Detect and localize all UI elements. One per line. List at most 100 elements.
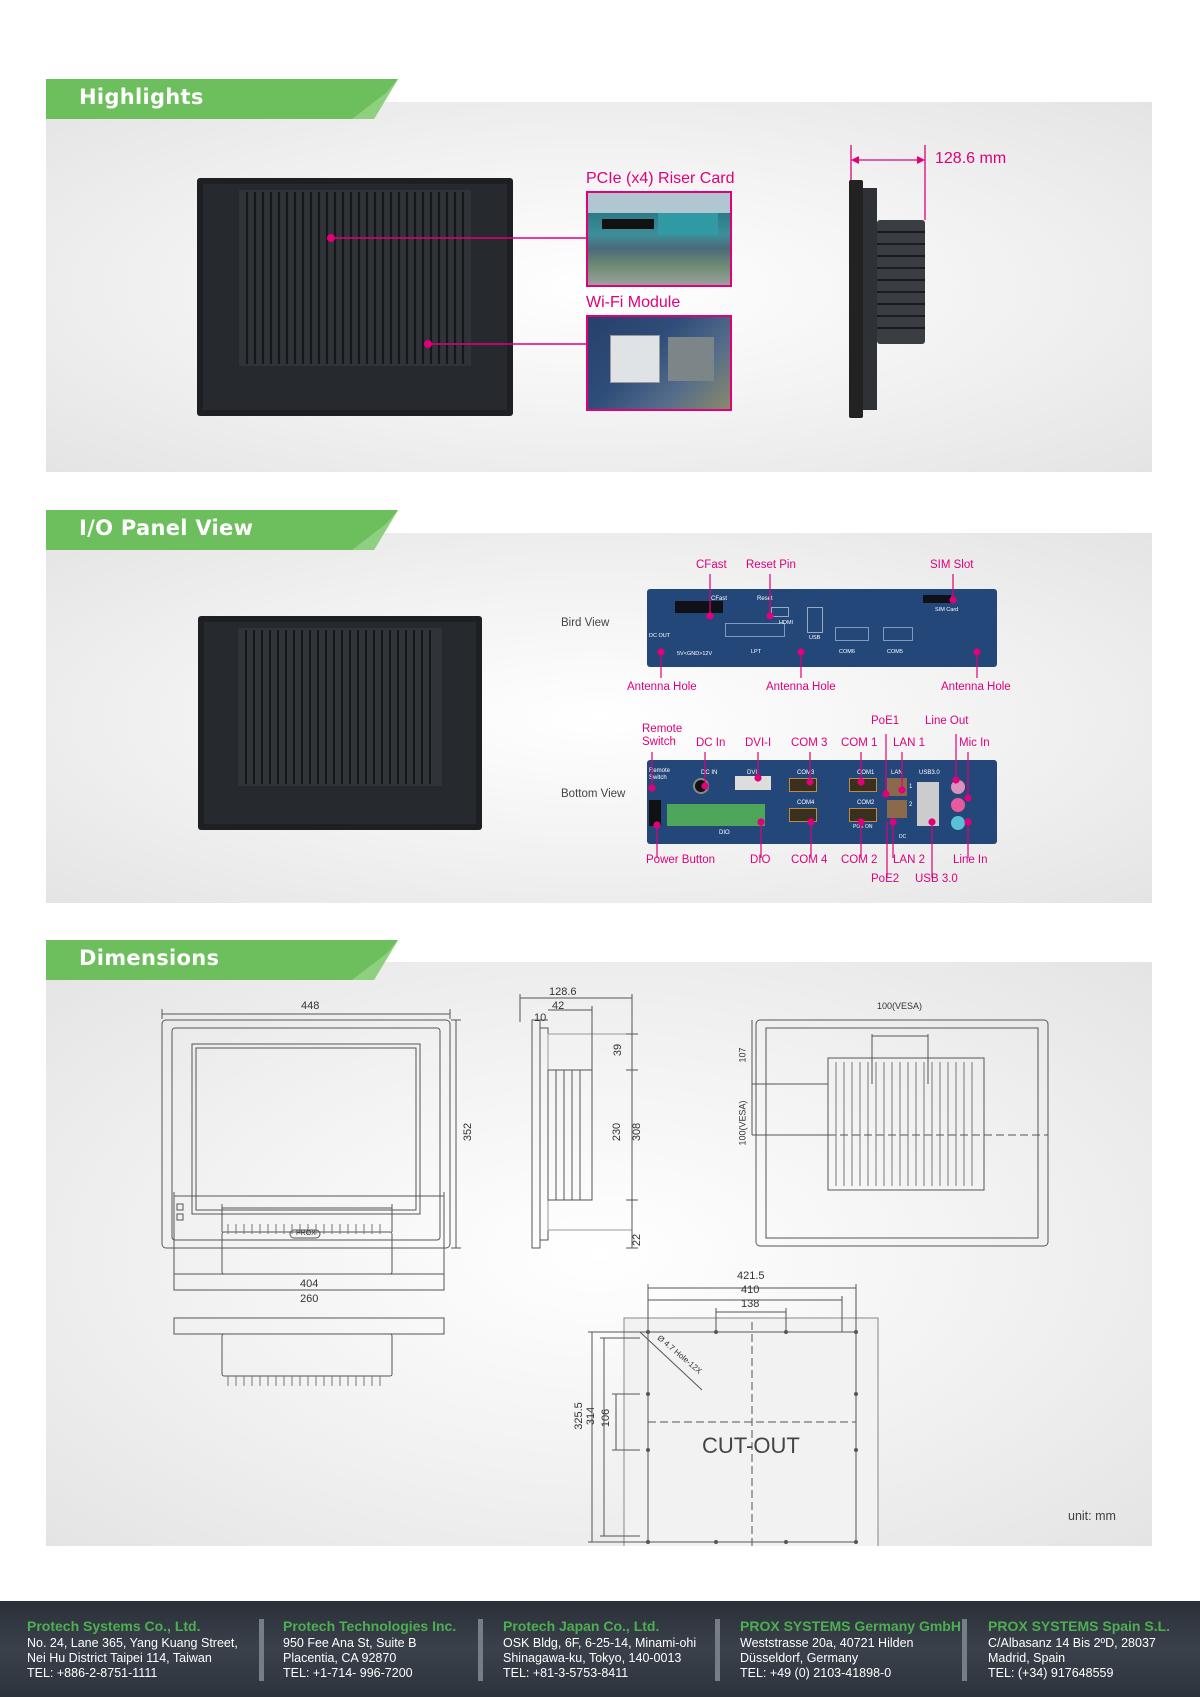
address-line: C/Albasanz 14 Bis 2ºD, 28037: [988, 1636, 1156, 1650]
dim-front-width: 448: [301, 1000, 320, 1012]
address-line: Düsseldorf, Germany: [740, 1651, 859, 1665]
bottom-print-2: 2: [909, 802, 913, 808]
footer-separator: [962, 1619, 967, 1681]
bottom-view-label: Bottom View: [561, 788, 626, 800]
com3-label: COM 3: [791, 737, 828, 749]
company-name: PROX SYSTEMS Spain S.L.: [988, 1618, 1171, 1634]
line-out-label: Line Out: [925, 715, 969, 727]
antenna-hole-2-label: Antenna Hole: [766, 681, 836, 693]
bird-print-sim: SIM Card: [935, 607, 959, 613]
address-line: 950 Fee Ana St, Suite B: [283, 1636, 417, 1650]
footer-office-3: Protech Japan Co., Ltd. OSK Bldg, 6F, 6-…: [503, 1619, 696, 1681]
bottom-print-dc: DC: [899, 834, 907, 840]
highlight-leader-lines: [327, 145, 926, 348]
io-leader-lines: [648, 574, 981, 878]
sim-slot-label: SIM Slot: [930, 559, 974, 571]
power-button-label: Power Button: [646, 854, 716, 866]
footer-office-1: Protech Systems Co., Ltd. No. 24, Lane 3…: [27, 1619, 238, 1681]
antenna-hole-1-label: Antenna Hole: [627, 681, 697, 693]
com4-label: COM 4: [791, 854, 828, 866]
highlights-title: Highlights: [79, 85, 204, 109]
address-line: Nei Hu District Taipei 114, Taiwan: [27, 1651, 212, 1665]
dimensions-title: Dimensions: [79, 946, 220, 970]
tab-shape: [46, 79, 398, 119]
bottom-print-poe-on: POE ON: [853, 824, 873, 830]
phone: TEL: +81-3-5753-8411: [503, 1666, 629, 1680]
poe1-label: PoE1: [871, 715, 900, 727]
address-line: OSK Bldg, 6F, 6-25-14, Minami-ohi: [503, 1636, 697, 1650]
bottom-print-dcin: DC IN: [701, 770, 718, 776]
footer-separator: [259, 1619, 264, 1681]
tab-shape: [46, 940, 398, 980]
dim-cut-106: 106: [600, 1408, 613, 1428]
dim-side-22: 22: [631, 1233, 644, 1247]
pcie-label: PCIe (x4) Riser Card: [586, 170, 735, 187]
front-brand: PROX: [296, 1230, 316, 1237]
dim-cut-314: 314: [585, 1406, 598, 1426]
antenna-hole-3-label: Antenna Hole: [941, 681, 1011, 693]
bottom-print-com3: COM3: [797, 770, 815, 776]
usb3-label: USB 3.0: [915, 873, 958, 885]
footer-office-2: Protech Technologies Inc. 950 Fee Ana St…: [283, 1619, 456, 1681]
bottom-print-usb30: USB3.0: [919, 770, 940, 776]
io-tab: I/O Panel View: [46, 510, 398, 550]
company-name: Protech Japan Co., Ltd.: [503, 1618, 660, 1634]
phone: TEL: +49 (0) 2103-41898-0: [740, 1666, 892, 1680]
company-name: Protech Technologies Inc.: [283, 1618, 457, 1634]
bird-print-reset: Reset: [757, 596, 773, 602]
bird-view-label: Bird View: [561, 617, 610, 629]
bird-print-cfast: CFast: [711, 596, 728, 602]
dim-bottom-404: 404: [300, 1278, 319, 1290]
phone: TEL: +886-2-8751-1111: [27, 1666, 158, 1680]
io-title: I/O Panel View: [79, 516, 254, 540]
bird-print-usb: USB: [809, 635, 821, 641]
dvi-label: DVI-I: [745, 737, 772, 749]
bottom-print-com4: COM4: [797, 800, 815, 806]
bird-view-board: CFast Reset HDMI SIM Card DC OUT LPT USB…: [647, 589, 997, 667]
poe2-label: PoE2: [871, 873, 900, 885]
bird-print-com6: COM6: [839, 649, 855, 655]
com1-label: COM 1: [841, 737, 878, 749]
highlights-tab: Highlights: [46, 79, 398, 119]
side-profile-photo: [849, 180, 925, 418]
unit-label: unit: mm: [1068, 1509, 1116, 1523]
lan2-label: LAN 2: [893, 854, 925, 866]
footer: Protech Systems Co., Ltd. No. 24, Lane 3…: [0, 1601, 1200, 1697]
com2-label: COM 2: [841, 854, 878, 866]
tab-shape: [46, 510, 398, 550]
dim-cut-410: 410: [741, 1284, 760, 1296]
cfast-label: CFast: [696, 559, 727, 571]
bottom-print-dvi: DVI: [747, 770, 758, 776]
footer-office-4: PROX SYSTEMS Germany GmbH Weststrasse 20…: [740, 1619, 961, 1681]
address-line: Shinagawa-ku, Tokyo, 140-0013: [503, 1651, 682, 1665]
dim-side-308: 308: [631, 1122, 644, 1142]
bird-print-hdmi: HDMI: [779, 620, 794, 626]
cutout-label: CUT-OUT: [702, 1433, 800, 1458]
dim-side-42: 42: [552, 1000, 565, 1012]
company-name: PROX SYSTEMS Germany GmbH: [740, 1618, 961, 1634]
dim-side-230: 230: [611, 1122, 624, 1142]
dim-front-height: 352: [462, 1122, 475, 1142]
dimensions-panel: [46, 962, 1152, 1546]
phone: TEL: +1-714- 996-7200: [283, 1666, 413, 1680]
dim-side-total: 128.6: [549, 986, 577, 998]
dim-vesa-v: 100(VESA): [737, 1100, 748, 1146]
bird-print-com5: COM5: [887, 649, 903, 655]
reset-pin-label: Reset Pin: [746, 559, 796, 571]
pcie-riser-photo: [586, 191, 732, 287]
footer-office-5: PROX SYSTEMS Spain S.L. C/Albasanz 14 Bi…: [988, 1619, 1170, 1681]
address-line: Placentia, CA 92870: [283, 1651, 397, 1665]
dim-side-39: 39: [612, 1043, 625, 1057]
dim-bottom-260: 260: [300, 1293, 319, 1305]
footer-separator: [478, 1619, 483, 1681]
line-in-label: Line In: [953, 854, 988, 866]
wifi-module-photo: [586, 315, 732, 411]
dim-cut-138: 138: [741, 1298, 760, 1310]
footer-separator: [715, 1619, 720, 1681]
depth-label: 128.6 mm: [935, 150, 1007, 167]
dim-cut-3255: 325.5: [572, 1402, 585, 1430]
bird-print-lpt: LPT: [751, 649, 762, 655]
